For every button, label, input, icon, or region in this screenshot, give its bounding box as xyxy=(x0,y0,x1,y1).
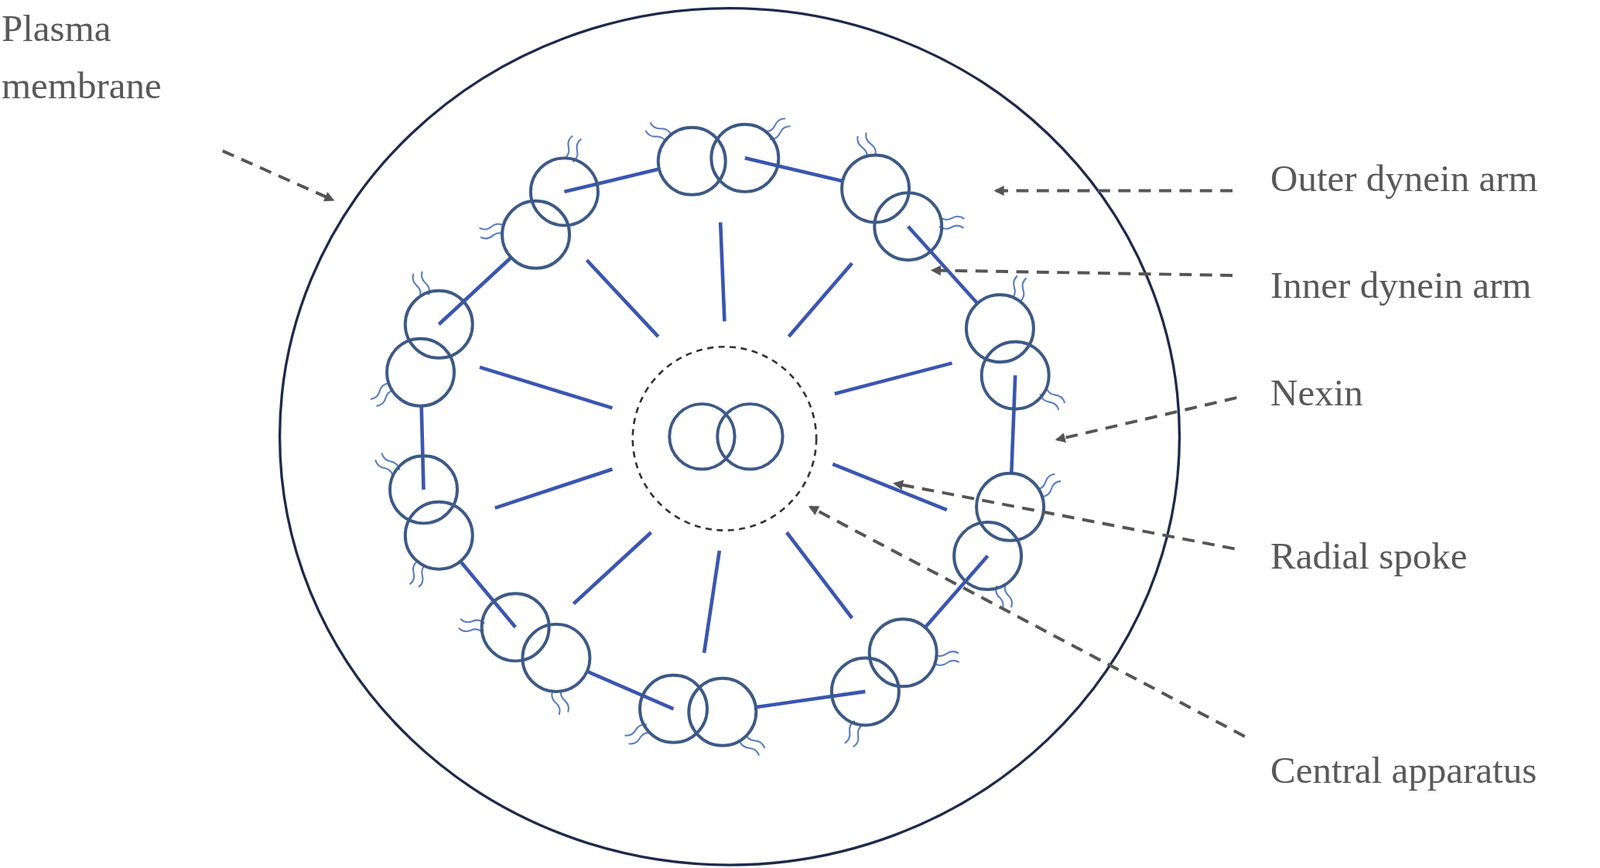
art-part xyxy=(704,550,720,653)
art-part xyxy=(495,468,613,508)
art-part xyxy=(895,483,1235,549)
dynein-arm xyxy=(370,382,390,400)
dynein-arm xyxy=(564,135,573,159)
b-tubule xyxy=(953,522,1022,590)
b-tubule xyxy=(639,675,708,743)
art-part xyxy=(832,464,948,510)
radial-spokes xyxy=(479,222,952,653)
dynein-arm xyxy=(739,740,759,756)
part-label: Outer dynein arm xyxy=(1270,156,1539,202)
dynein-arms xyxy=(370,118,1065,756)
part-label: Central apparatus xyxy=(1270,748,1537,794)
dynein-arm xyxy=(934,660,960,666)
dynein-arm xyxy=(853,724,864,747)
dynein-arm xyxy=(458,628,483,633)
dynein-arm xyxy=(410,560,418,585)
microtubule-doublets xyxy=(386,124,1050,746)
part-label: Plasma membrane xyxy=(1,0,211,115)
a-tubule xyxy=(966,294,1034,363)
b-tubule xyxy=(482,593,550,661)
part-label: Inner dynein arm xyxy=(1270,263,1532,309)
a-tubule xyxy=(658,127,726,195)
art-part xyxy=(573,532,651,604)
art-part xyxy=(834,362,953,394)
dynein-arm xyxy=(1046,386,1065,404)
art-part xyxy=(995,189,1233,193)
dynein-arm xyxy=(940,216,965,220)
b-tubule xyxy=(405,290,473,359)
art-part xyxy=(786,532,852,619)
art-part xyxy=(720,222,725,322)
art-part xyxy=(222,150,333,200)
plasma-membrane xyxy=(280,8,1180,865)
art-part xyxy=(810,506,1245,737)
central-sheath xyxy=(632,346,817,530)
dynein-arm xyxy=(1019,277,1026,302)
b-tubule xyxy=(530,157,599,226)
leader-lines xyxy=(222,150,1245,737)
a-tubule xyxy=(869,618,937,687)
art-part xyxy=(479,367,612,409)
art-part xyxy=(586,259,658,337)
art-part xyxy=(1056,397,1237,440)
dynein-arm xyxy=(1042,481,1061,497)
dynein-arm xyxy=(412,273,421,298)
b-tubule xyxy=(874,192,942,260)
dynein-arm xyxy=(478,223,504,230)
a-tubule xyxy=(405,502,473,570)
dynein-arm xyxy=(649,122,671,135)
part-label: Nexin xyxy=(1270,370,1364,417)
b-tubule xyxy=(389,455,458,524)
b-tubule xyxy=(711,124,779,192)
b-tubule xyxy=(981,341,1050,410)
art-part xyxy=(788,263,852,337)
b-tubule xyxy=(831,657,900,725)
dynein-arm xyxy=(865,132,876,155)
a-tubule xyxy=(386,338,455,407)
dynein-arm xyxy=(551,690,560,715)
dynein-arm xyxy=(1005,583,1012,608)
part-label: Radial spoke xyxy=(1270,533,1467,580)
art-part xyxy=(932,270,1233,276)
nexin-links xyxy=(420,157,1016,712)
central-microtubule xyxy=(717,403,783,469)
a-tubule xyxy=(841,154,910,223)
